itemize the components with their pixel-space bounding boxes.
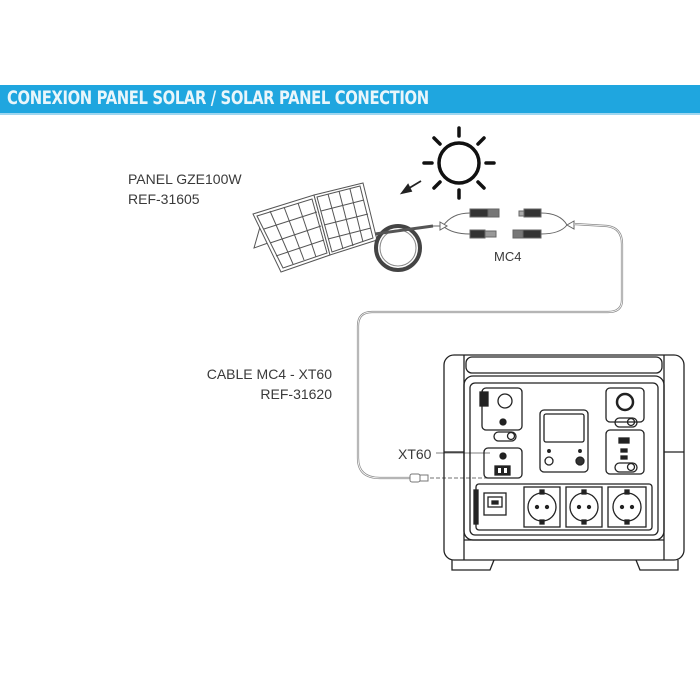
panel-ref-label: REF-31605 xyxy=(128,191,200,207)
solar-panel-icon xyxy=(252,182,378,273)
cable-name-label: CABLE MC4 - XT60 xyxy=(206,366,332,382)
mc4-connector-cable-side xyxy=(356,208,624,480)
cable-coil-icon xyxy=(374,224,434,272)
mc4-label: MC4 xyxy=(494,249,522,264)
ac-socket-2 xyxy=(565,486,603,528)
ac-socket-3 xyxy=(607,486,647,528)
mc4-connector-panel-side xyxy=(433,208,500,239)
cable-ref-label: REF-31620 xyxy=(260,386,332,402)
ac-socket-1 xyxy=(523,486,561,528)
page-title: CONEXION PANEL SOLAR / SOLAR PANEL CONEC… xyxy=(7,87,429,109)
sunlight-arrow-icon xyxy=(399,180,422,195)
xt60-label: XT60 xyxy=(398,446,432,462)
power-station-icon xyxy=(443,354,685,571)
panel-model-label: PANEL GZE100W xyxy=(128,171,242,187)
header-banner: CONEXION PANEL SOLAR / SOLAR PANEL CONEC… xyxy=(0,85,700,115)
xt60-plug-icon xyxy=(409,473,429,483)
sun-icon xyxy=(422,126,496,200)
